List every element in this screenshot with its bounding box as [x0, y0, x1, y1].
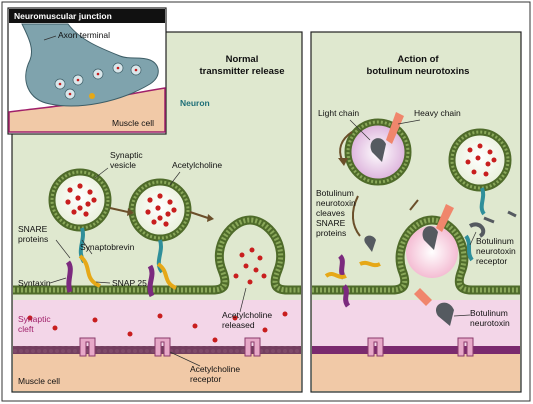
synaptic-vesicle-1 [48, 168, 112, 232]
snare-proteins-middle [147, 239, 177, 298]
acetylcholine-receptors-left [79, 337, 261, 357]
toxin-label-1: Botulinum [470, 308, 508, 318]
inset-neuromuscular-junction: Neuromuscular junction Axon terminal Mus… [7, 7, 167, 135]
toxin-label-2: neurotoxin [470, 318, 510, 328]
inset-title: Neuromuscular junction [14, 11, 112, 21]
right-cleft-area [312, 300, 520, 352]
right-title-line1: Action of [397, 54, 439, 65]
right-title-line2: botulinum neurotoxins [367, 66, 470, 77]
left-title-line1: Normal [226, 54, 259, 65]
acetylcholine-label: Acetylcholine [172, 160, 222, 170]
right-synaptic-vesicle [448, 128, 512, 216]
ach-receptor-label-1: Acetylcholine [190, 364, 240, 374]
acetylcholine-dots-fusion [233, 247, 267, 285]
synaptobrevin-label: Synaptobrevin [80, 242, 135, 252]
snare-proteins-left [65, 227, 101, 293]
acetylcholine-released-dots [27, 311, 288, 343]
arrow-release [409, 199, 419, 211]
toxin-receptor-label-1: Botulinum [476, 236, 514, 246]
inset-fusion-site [89, 93, 95, 99]
toxin-receptor-label-3: receptor [476, 256, 507, 266]
acetylcholine-dots-vesicle-2 [145, 193, 177, 227]
snare-label-2: proteins [18, 234, 48, 244]
cleaves-label-3: cleaves [316, 208, 345, 218]
right-panel: Action of botulinum neurotoxins Light ch… [310, 31, 522, 393]
right-muscle-area [312, 352, 520, 391]
ach-receptor-label-2: receptor [190, 374, 221, 384]
snare-label-1: SNARE [18, 224, 48, 234]
synaptic-cleft-label-1: Synaptic [18, 314, 51, 324]
toxin-receptors [464, 210, 517, 262]
endocytic-vesicle-interior [406, 226, 458, 278]
right-muscle-membrane [312, 346, 520, 354]
synaptic-cleft-label-2: cleft [18, 324, 34, 334]
inset-axon-terminal-label: Axon terminal [58, 30, 110, 40]
light-chain-label: Light chain [318, 108, 359, 118]
cleaves-label-1: Botulinum [316, 188, 354, 198]
arrow-vesicle-fuse [189, 211, 209, 219]
inset-title-bar [9, 9, 165, 23]
arrow-vesicle-move [109, 207, 129, 213]
synaptic-vesicle-2 [128, 178, 192, 242]
neuron-label: Neuron [180, 98, 210, 108]
muscle-area [13, 352, 301, 391]
arrow-cleavage [352, 195, 361, 237]
ach-released-label-1: Acetylcholine [222, 310, 272, 320]
cleaves-label-4: SNARE [316, 218, 346, 228]
inset-vesicle-dots [58, 66, 138, 96]
muscle-cell-label: Muscle cell [18, 376, 60, 386]
inset-muscle-label: Muscle cell [112, 118, 154, 128]
toxin-vesicle [344, 112, 412, 186]
toxin-in-endosome [422, 204, 454, 250]
synaptic-vesicle-label-2: vesicle [110, 160, 136, 170]
cleaves-label-5: proteins [316, 228, 346, 238]
acetylcholine-dots-vesicle-1 [65, 183, 97, 217]
cleaved-snare-fragments [324, 235, 381, 308]
toxin-receptor-label-2: neurotoxin [476, 246, 516, 256]
syntaxin-label: Syntaxin [18, 278, 51, 288]
arrow-light-chain [339, 131, 353, 161]
cleaves-label-2: neurotoxin [316, 198, 356, 208]
acetylcholine-receptors-right [367, 337, 474, 357]
synaptic-vesicle-label-1: Synaptic [110, 150, 143, 160]
left-title-line2: transmitter release [199, 66, 284, 77]
ach-released-label-2: released [222, 320, 255, 330]
snap25-label: SNAP 25 [112, 278, 147, 288]
heavy-chain-label: Heavy chain [414, 108, 461, 118]
toxin-in-cleft [414, 288, 454, 326]
